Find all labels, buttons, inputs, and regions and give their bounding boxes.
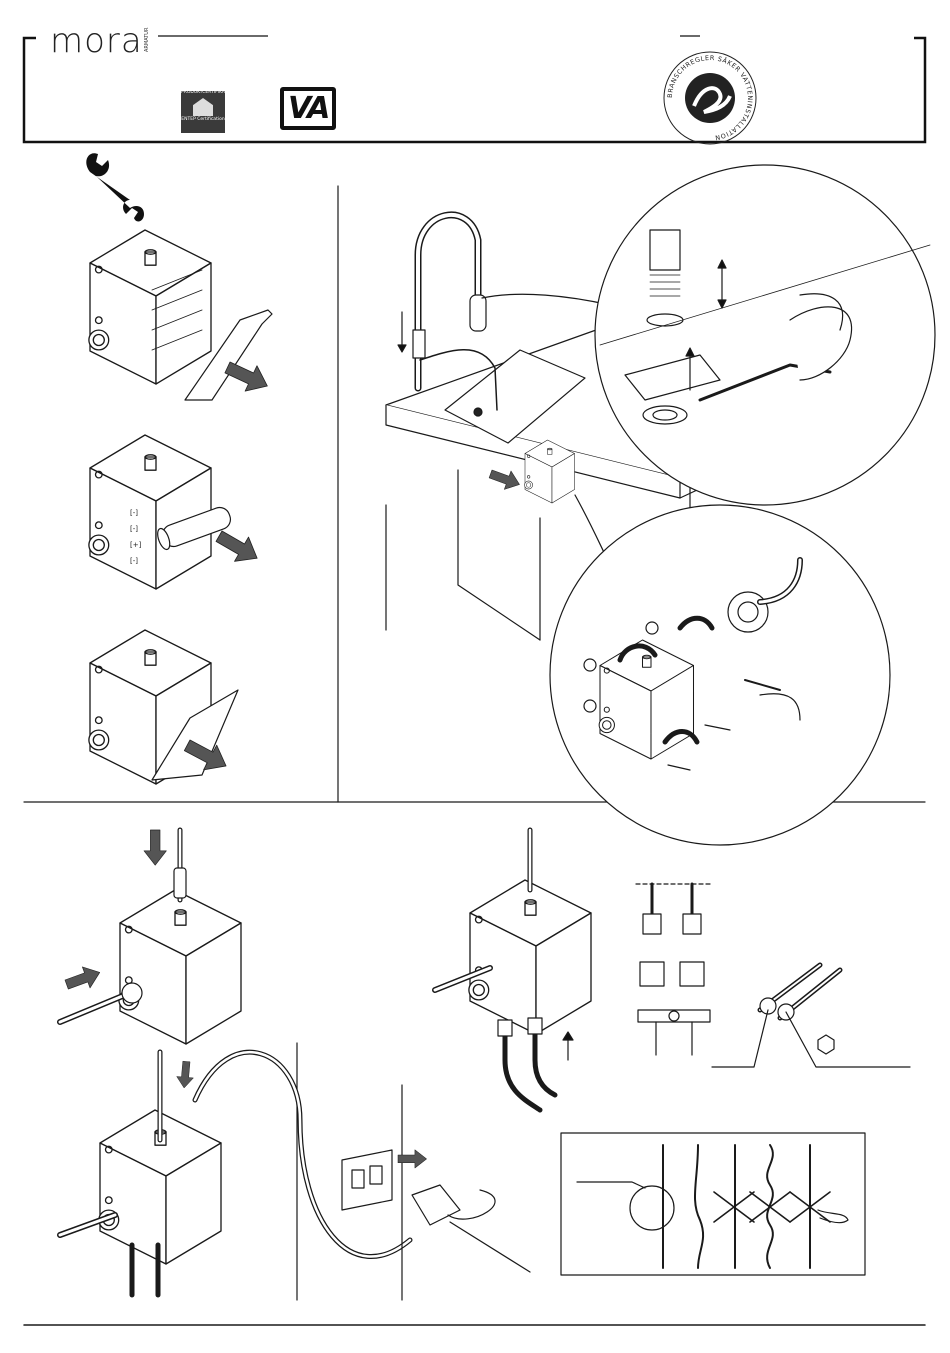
faucet-spout xyxy=(418,215,478,388)
wrench-icon xyxy=(86,153,144,221)
detail-callout-nut xyxy=(595,165,935,505)
svg-text:[-]: [-] xyxy=(130,509,138,517)
wall-socket xyxy=(342,1150,392,1210)
svg-text:[-]: [-] xyxy=(130,557,138,565)
arrow-icon xyxy=(63,962,104,995)
step-close-cover xyxy=(89,630,238,784)
step-connect-water xyxy=(435,830,910,1110)
arrow-icon xyxy=(212,524,264,570)
arrow-icon xyxy=(144,830,166,865)
step-insert-battery: [-] [-] [+] [-] xyxy=(89,435,264,589)
arrow-icon xyxy=(487,465,523,494)
step-connect-power xyxy=(342,1085,530,1300)
step-hose-bend-rules xyxy=(561,1133,865,1275)
step-open-cover xyxy=(89,230,273,400)
svg-text:[-]: [-] xyxy=(130,525,138,533)
svg-text:[+]: [+] xyxy=(130,541,142,549)
arrow-icon xyxy=(176,1061,195,1089)
shutoff-valve xyxy=(638,1010,710,1022)
step-mount-faucet xyxy=(386,165,935,845)
hose-rules-panel xyxy=(561,1133,865,1275)
step-connect-hose xyxy=(60,830,410,1295)
power-adapter xyxy=(412,1185,460,1225)
hexagon-icon xyxy=(818,1035,834,1054)
